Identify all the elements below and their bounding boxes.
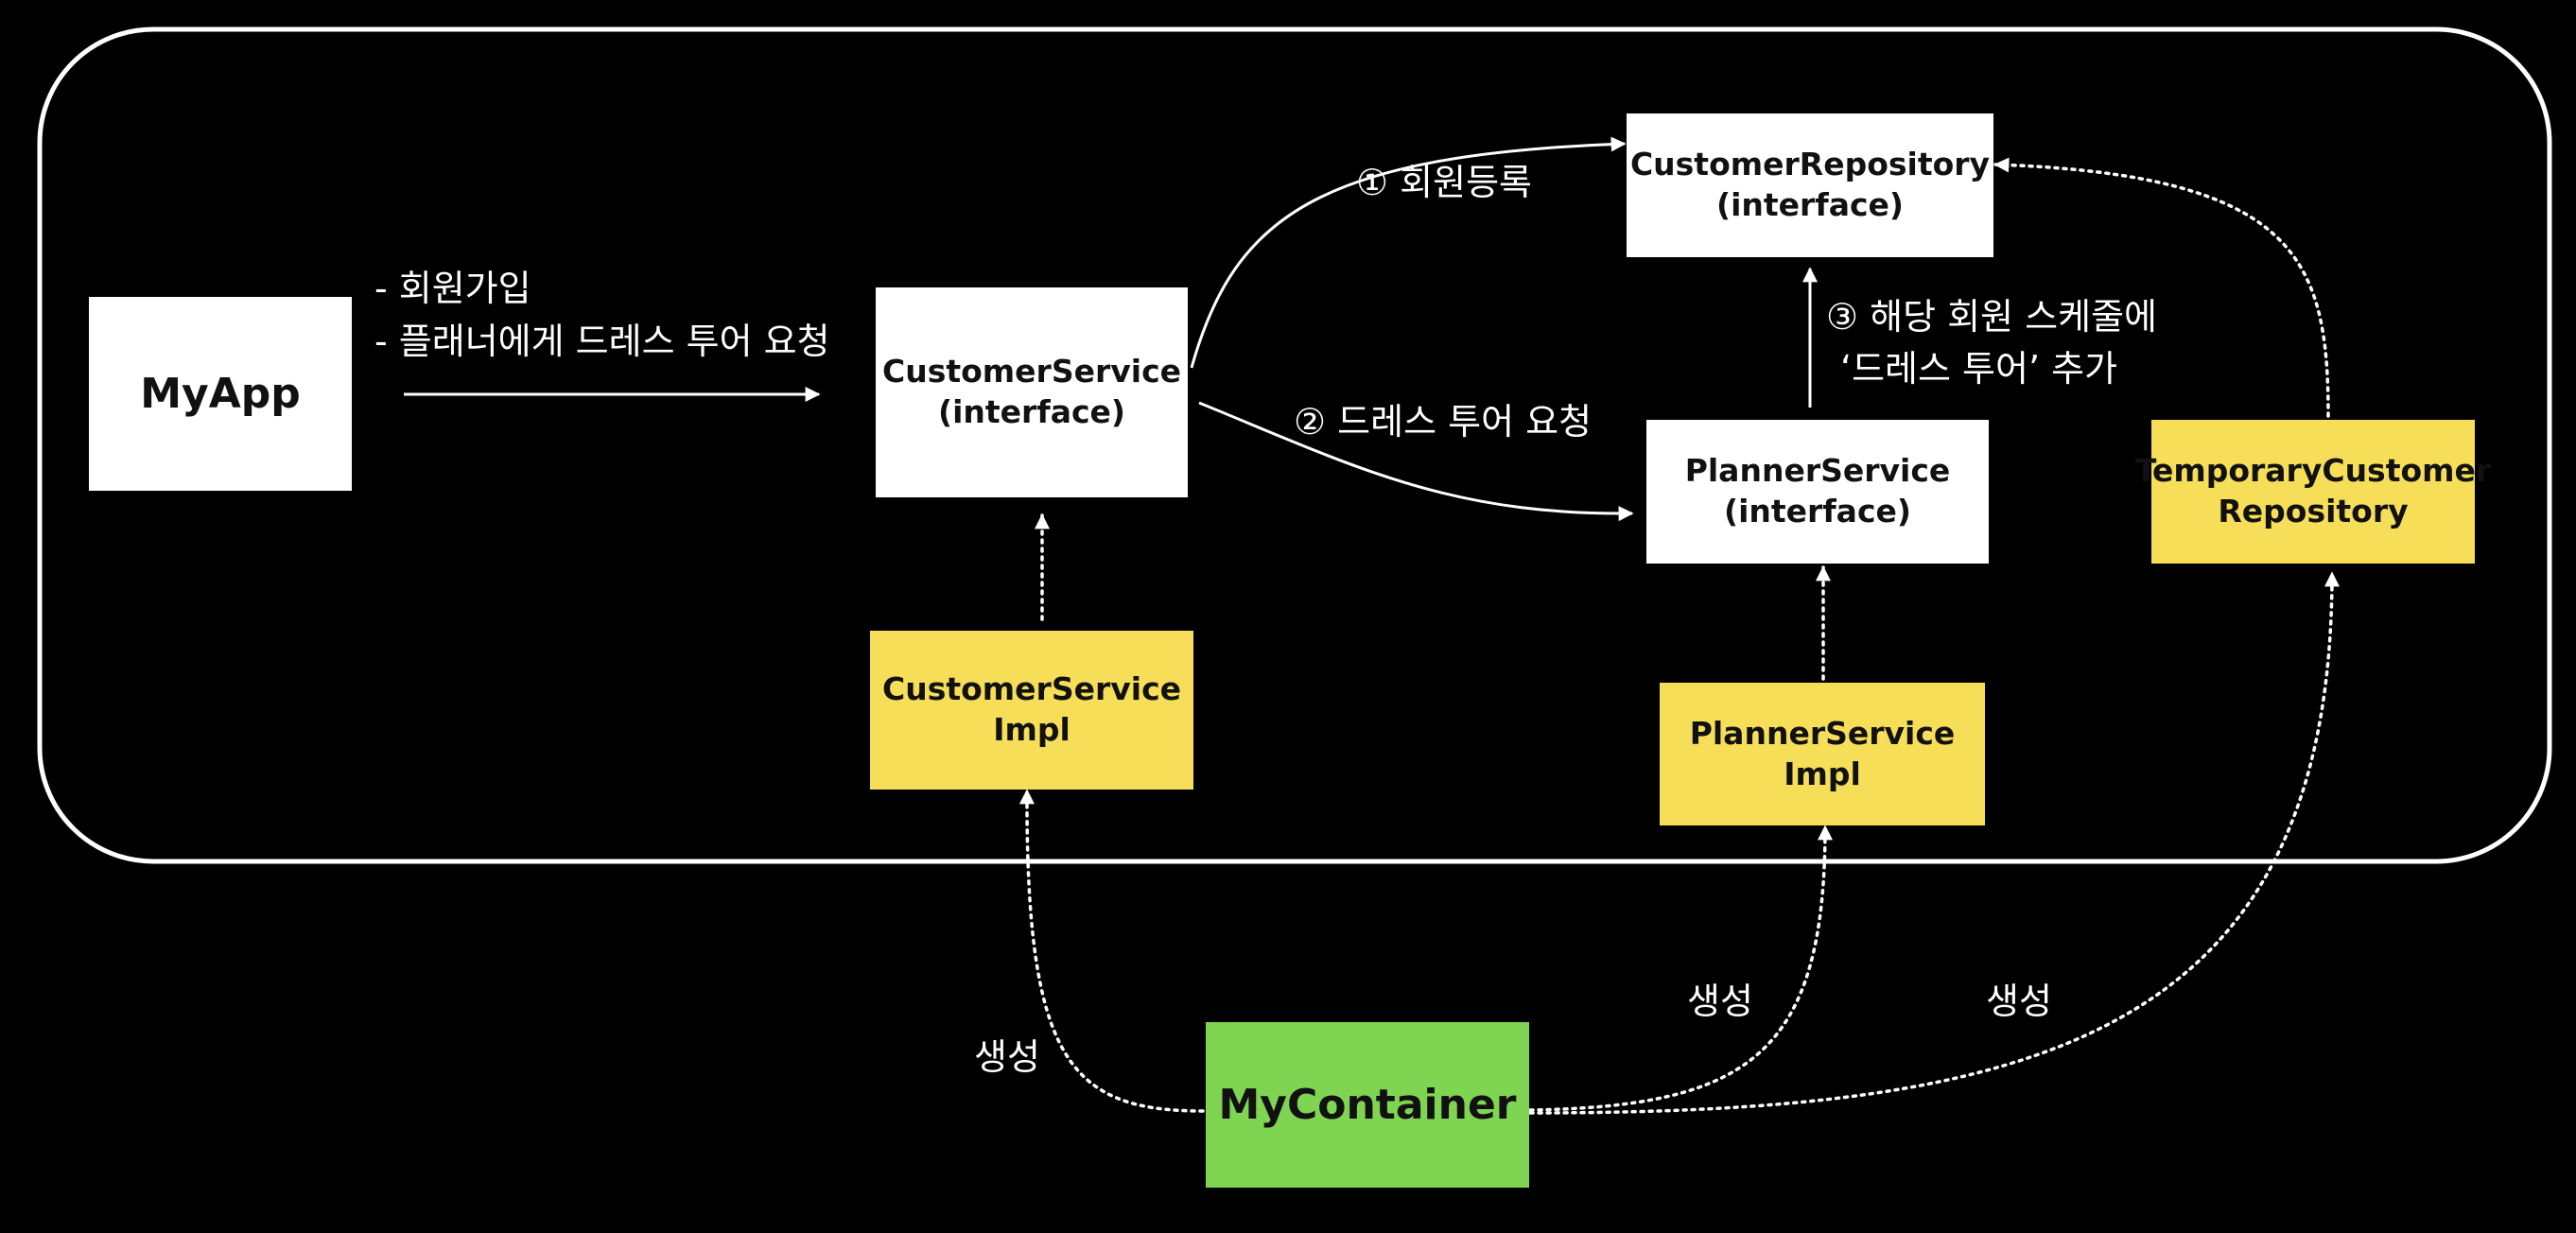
customer-service-label: CustomerService (interface)	[881, 353, 1182, 430]
myapp-request-signup-label: - 회원가입	[374, 268, 531, 309]
planner-service-impl-label: PlannerService Impl	[1689, 714, 1956, 792]
create-arrow-planner-service-impl	[1528, 825, 1833, 1112]
my-container-label: MyContainer	[1218, 1080, 1517, 1129]
myapp-label: MyApp	[140, 369, 301, 418]
step3-line2-label: ‘드레스 투어’ 추가	[1840, 348, 2118, 390]
step2-label: ② 드레스 투어 요청	[1294, 401, 1593, 443]
application-boundary	[37, 26, 2552, 864]
customer-repository-label: CustomerRepository (interface)	[1629, 146, 1991, 223]
create-label-left: 생성	[974, 1036, 1040, 1078]
myapp-request-dress-tour-label: - 플래너에게 드레스 투어 요청	[374, 321, 830, 362]
implements-customer-repository	[1993, 157, 2330, 418]
planner-service-label: PlannerService (interface)	[1684, 452, 1951, 530]
temporary-customer-repository-label: TemporaryCustomer Repository	[2134, 452, 2492, 530]
planner-service-impl-box: PlannerService Impl	[1660, 683, 1985, 825]
customer-service-impl-label: CustomerService Impl	[881, 670, 1182, 748]
customer-repository-box: CustomerRepository (interface)	[1627, 113, 1993, 257]
create-label-right: 생성	[1986, 981, 2052, 1022]
arrow-request-dress-tour	[1198, 401, 1634, 522]
create-arrow-customer-service-impl	[1018, 789, 1205, 1113]
step1-label: ① 회원등록	[1356, 162, 1532, 203]
myapp-box: MyApp	[89, 297, 352, 491]
planner-service-box: PlannerService (interface)	[1646, 420, 1989, 564]
customer-service-impl-box: CustomerService Impl	[870, 631, 1193, 790]
step3-line1-label: ③ 해당 회원 스케줄에	[1826, 296, 2157, 338]
create-label-middle: 생성	[1687, 981, 1753, 1022]
temporary-customer-repository-box: TemporaryCustomer Repository	[2135, 420, 2491, 564]
customer-service-box: CustomerService (interface)	[876, 287, 1188, 497]
arrow-register-customer	[1190, 136, 1627, 369]
my-container-box: MyContainer	[1206, 1022, 1529, 1188]
create-arrow-temporary-repository	[1528, 571, 2340, 1115]
